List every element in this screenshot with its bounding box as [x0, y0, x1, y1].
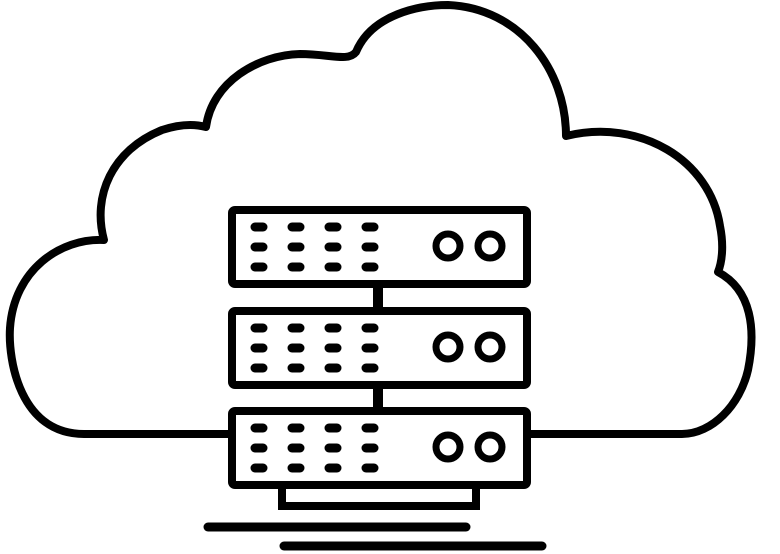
server-unit-1 [228, 206, 531, 288]
cloud-outline [5, 1, 756, 438]
server-base [278, 489, 480, 510]
server-unit-2 [228, 307, 531, 389]
server-unit-3 [228, 407, 531, 489]
